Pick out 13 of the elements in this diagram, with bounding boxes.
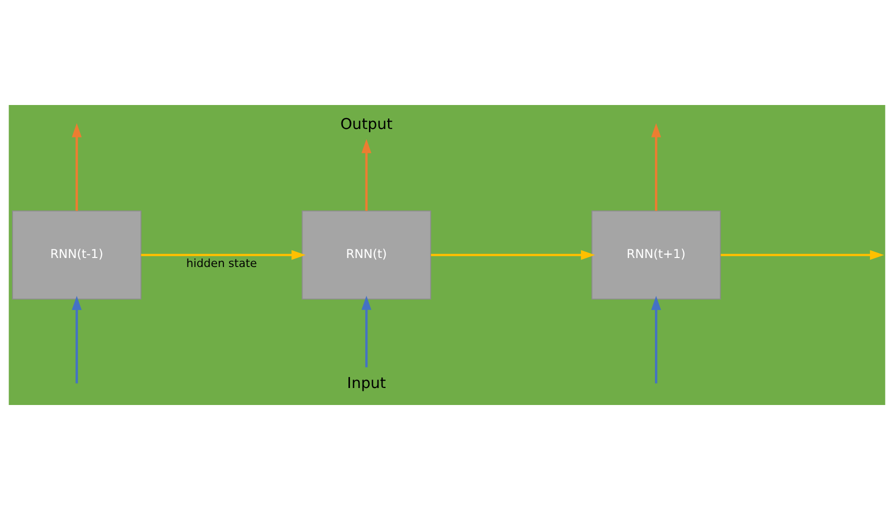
node-text: Output <box>340 114 392 133</box>
node-box: RNN(t+1) <box>591 210 721 300</box>
arrow <box>362 295 372 367</box>
arrow <box>651 295 662 383</box>
arrow <box>720 250 884 260</box>
arrow <box>430 250 596 260</box>
arrow <box>72 295 82 383</box>
node-text: Input <box>347 373 386 392</box>
node-box: RNN(t-1) <box>12 210 142 300</box>
arrow <box>141 250 306 260</box>
edge-label: hidden state <box>186 256 257 270</box>
arrow <box>362 138 372 210</box>
node-box: RNN(t) <box>302 210 432 300</box>
